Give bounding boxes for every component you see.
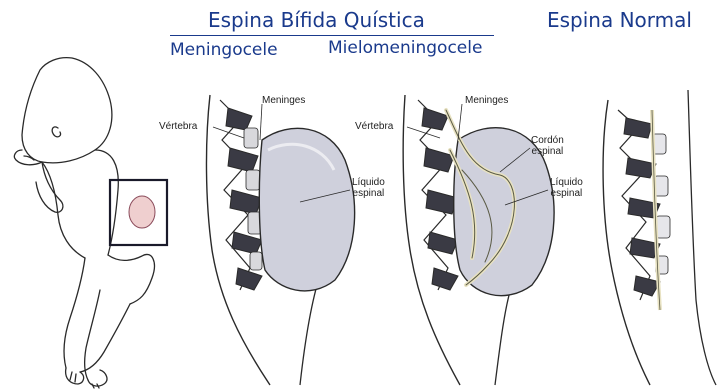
meninges-label-myelomeningocele: Meninges (465, 95, 508, 106)
spinal-fluid-line1: Líquido (352, 177, 385, 188)
spinal-fluid-label-myelomeningocele: Líquido espinal (550, 177, 583, 199)
meninges-label-meningocele: Meninges (262, 95, 305, 106)
spinal-fluid-line2: espinal (352, 188, 385, 199)
spinal-fluid-line1: Líquido (550, 177, 583, 188)
spinal-cord-line1: Cordón (531, 135, 564, 146)
vertebra-label-myelomeningocele: Vértebra (355, 121, 393, 132)
baby-figure (14, 58, 155, 388)
spinal-cord-label: Cordón espinal (531, 135, 564, 157)
spinal-fluid-label-meningocele: Líquido espinal (352, 177, 385, 199)
vertebra-label-meningocele: Vértebra (159, 121, 197, 132)
meningocele-illustration (206, 95, 354, 385)
spinal-fluid-line2: espinal (550, 188, 583, 199)
normal-spine-illustration (603, 90, 716, 385)
spinal-cord-line2: espinal (531, 146, 564, 157)
